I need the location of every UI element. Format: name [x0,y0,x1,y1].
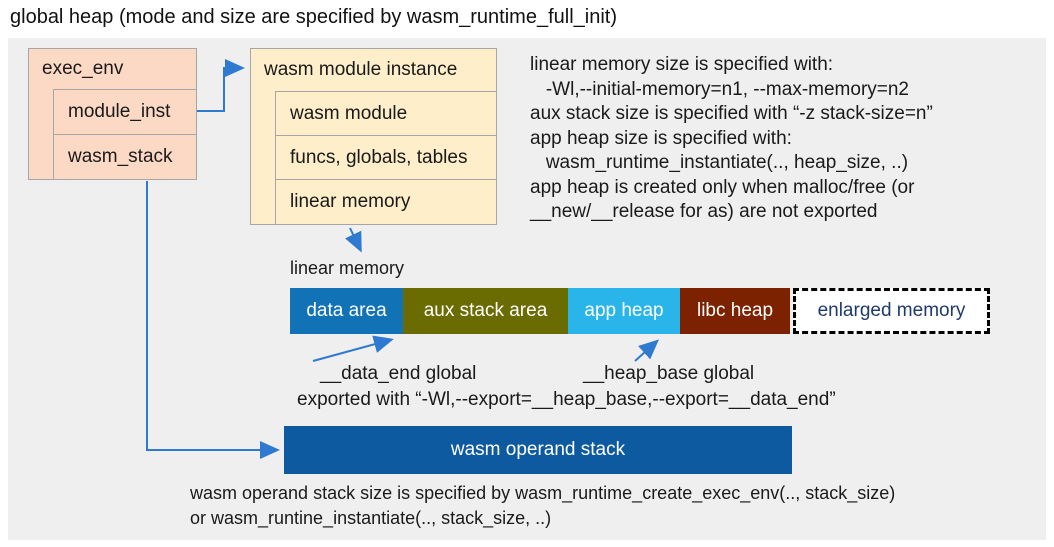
note-line: wasm_runtime_instantiate(.., heap_size, … [530,152,909,173]
data-end-global-label: __data_end global [320,363,477,384]
note-line: app heap is created only when malloc/fre… [530,176,915,198]
exec-env-row-module-inst: module_inst [53,89,197,135]
module-instance-row-wasm-module: wasm module [275,91,497,136]
exec-env-title: exec_env [42,58,124,79]
module-instance-title: wasm module instance [264,59,458,80]
segment-app-heap: app heap [568,288,680,334]
footer-line: wasm operand stack size is specified by … [190,483,896,503]
footer-block: wasm operand stack size is specified by … [190,481,895,531]
segment-libc-heap: libc heap [680,288,790,334]
heap-base-global-label: __heap_base global [583,363,755,384]
exec-env-box: exec_env module_inst wasm_stack [28,48,197,180]
note-line: linear memory size is specified with: [530,54,834,75]
diagram-title: global heap (mode and size are specified… [10,6,617,28]
linear-memory-label: linear memory [290,258,405,278]
note-line: __new/__release for as) are not exported [530,201,878,222]
operand-stack-bar: wasm operand stack [284,426,792,474]
exported-with-note: exported with “-Wl,--export=__heap_base,… [297,389,836,410]
module-instance-box: wasm module instance wasm module funcs, … [250,48,497,225]
note-line: aux stack size is specified with “-z sta… [530,103,933,124]
segment-aux-stack-area: aux stack area [403,288,568,334]
note-line: -Wl,--initial-memory=n1, --max-memory=n2 [530,78,909,100]
segment-data-area: data area [290,288,403,334]
module-instance-row-funcs-globals-tables: funcs, globals, tables [275,135,497,180]
segment-enlarged-memory: enlarged memory [793,288,990,334]
module-instance-row-linear-memory: linear memory [275,179,497,225]
notes-block: linear memory size is specified with: -W… [530,53,933,225]
footer-line: or wasm_runtine_instantiate(.., stack_si… [190,508,552,528]
exec-env-row-wasm-stack: wasm_stack [53,134,197,180]
note-line: app heap size is specified with: [530,127,792,149]
